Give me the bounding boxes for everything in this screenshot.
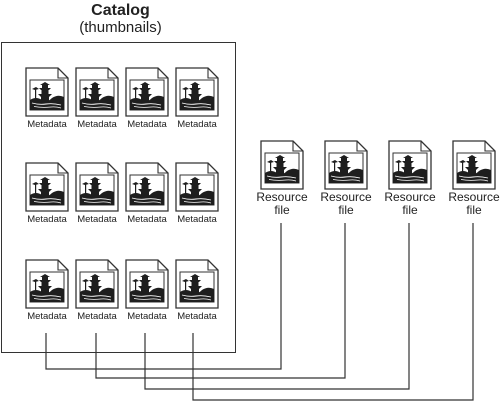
- document-icon: [175, 162, 219, 212]
- catalog-thumbnail: Metadata: [24, 162, 74, 228]
- catalog-subtitle: (thumbnails): [79, 19, 162, 36]
- catalog-thumbnail: Metadata: [174, 67, 224, 133]
- thumbnail-label: Metadata: [177, 214, 217, 225]
- resource-file-label: Resource file: [310, 191, 382, 217]
- document-icon: [175, 259, 219, 309]
- thumbnail-label: Metadata: [27, 119, 67, 130]
- resource-label-line1: Resource: [448, 190, 500, 204]
- resource-label-line2: file: [466, 203, 482, 217]
- document-icon: [452, 140, 496, 190]
- document-icon: [75, 162, 119, 212]
- document-icon: [324, 140, 368, 190]
- catalog-thumbnail: Metadata: [74, 162, 124, 228]
- document-icon: [388, 140, 432, 190]
- catalog-thumbnail: Metadata: [174, 259, 224, 325]
- document-icon: [125, 67, 169, 117]
- catalog-thumbnail: Metadata: [24, 259, 74, 325]
- thumbnail-label: Metadata: [177, 311, 217, 322]
- catalog-thumbnail: Metadata: [124, 259, 174, 325]
- thumbnail-label: Metadata: [177, 119, 217, 130]
- thumbnail-label: Metadata: [77, 214, 117, 225]
- resource-label-line2: file: [402, 203, 418, 217]
- document-icon: [125, 259, 169, 309]
- document-icon: [260, 140, 304, 190]
- document-icon: [25, 259, 69, 309]
- catalog-thumbnail: Metadata: [174, 162, 224, 228]
- thumbnail-label: Metadata: [127, 214, 167, 225]
- resource-label-line2: file: [338, 203, 354, 217]
- resource-file: Resource file: [446, 140, 500, 226]
- resource-file-label: Resource file: [374, 191, 446, 217]
- document-icon: [125, 162, 169, 212]
- catalog-thumbnail: Metadata: [24, 67, 74, 133]
- resource-file: Resource file: [382, 140, 442, 226]
- thumbnail-label: Metadata: [127, 119, 167, 130]
- document-icon: [75, 67, 119, 117]
- catalog-title: Catalog: [91, 2, 150, 19]
- resource-label-line1: Resource: [256, 190, 308, 204]
- document-icon: [25, 162, 69, 212]
- document-icon: [25, 67, 69, 117]
- document-icon: [175, 67, 219, 117]
- thumbnail-label: Metadata: [77, 119, 117, 130]
- thumbnail-label: Metadata: [27, 214, 67, 225]
- resource-file-label: Resource file: [438, 191, 500, 217]
- catalog-thumbnail: Metadata: [124, 67, 174, 133]
- document-icon: [75, 259, 119, 309]
- catalog-thumbnail: Metadata: [74, 259, 124, 325]
- resource-label-line1: Resource: [384, 190, 436, 204]
- resource-file: Resource file: [318, 140, 378, 226]
- resource-file: Resource file: [254, 140, 314, 226]
- resource-file-label: Resource file: [246, 191, 318, 217]
- resource-label-line2: file: [274, 203, 290, 217]
- resource-label-line1: Resource: [320, 190, 372, 204]
- catalog-thumbnail: Metadata: [74, 67, 124, 133]
- catalog-thumbnail: Metadata: [124, 162, 174, 228]
